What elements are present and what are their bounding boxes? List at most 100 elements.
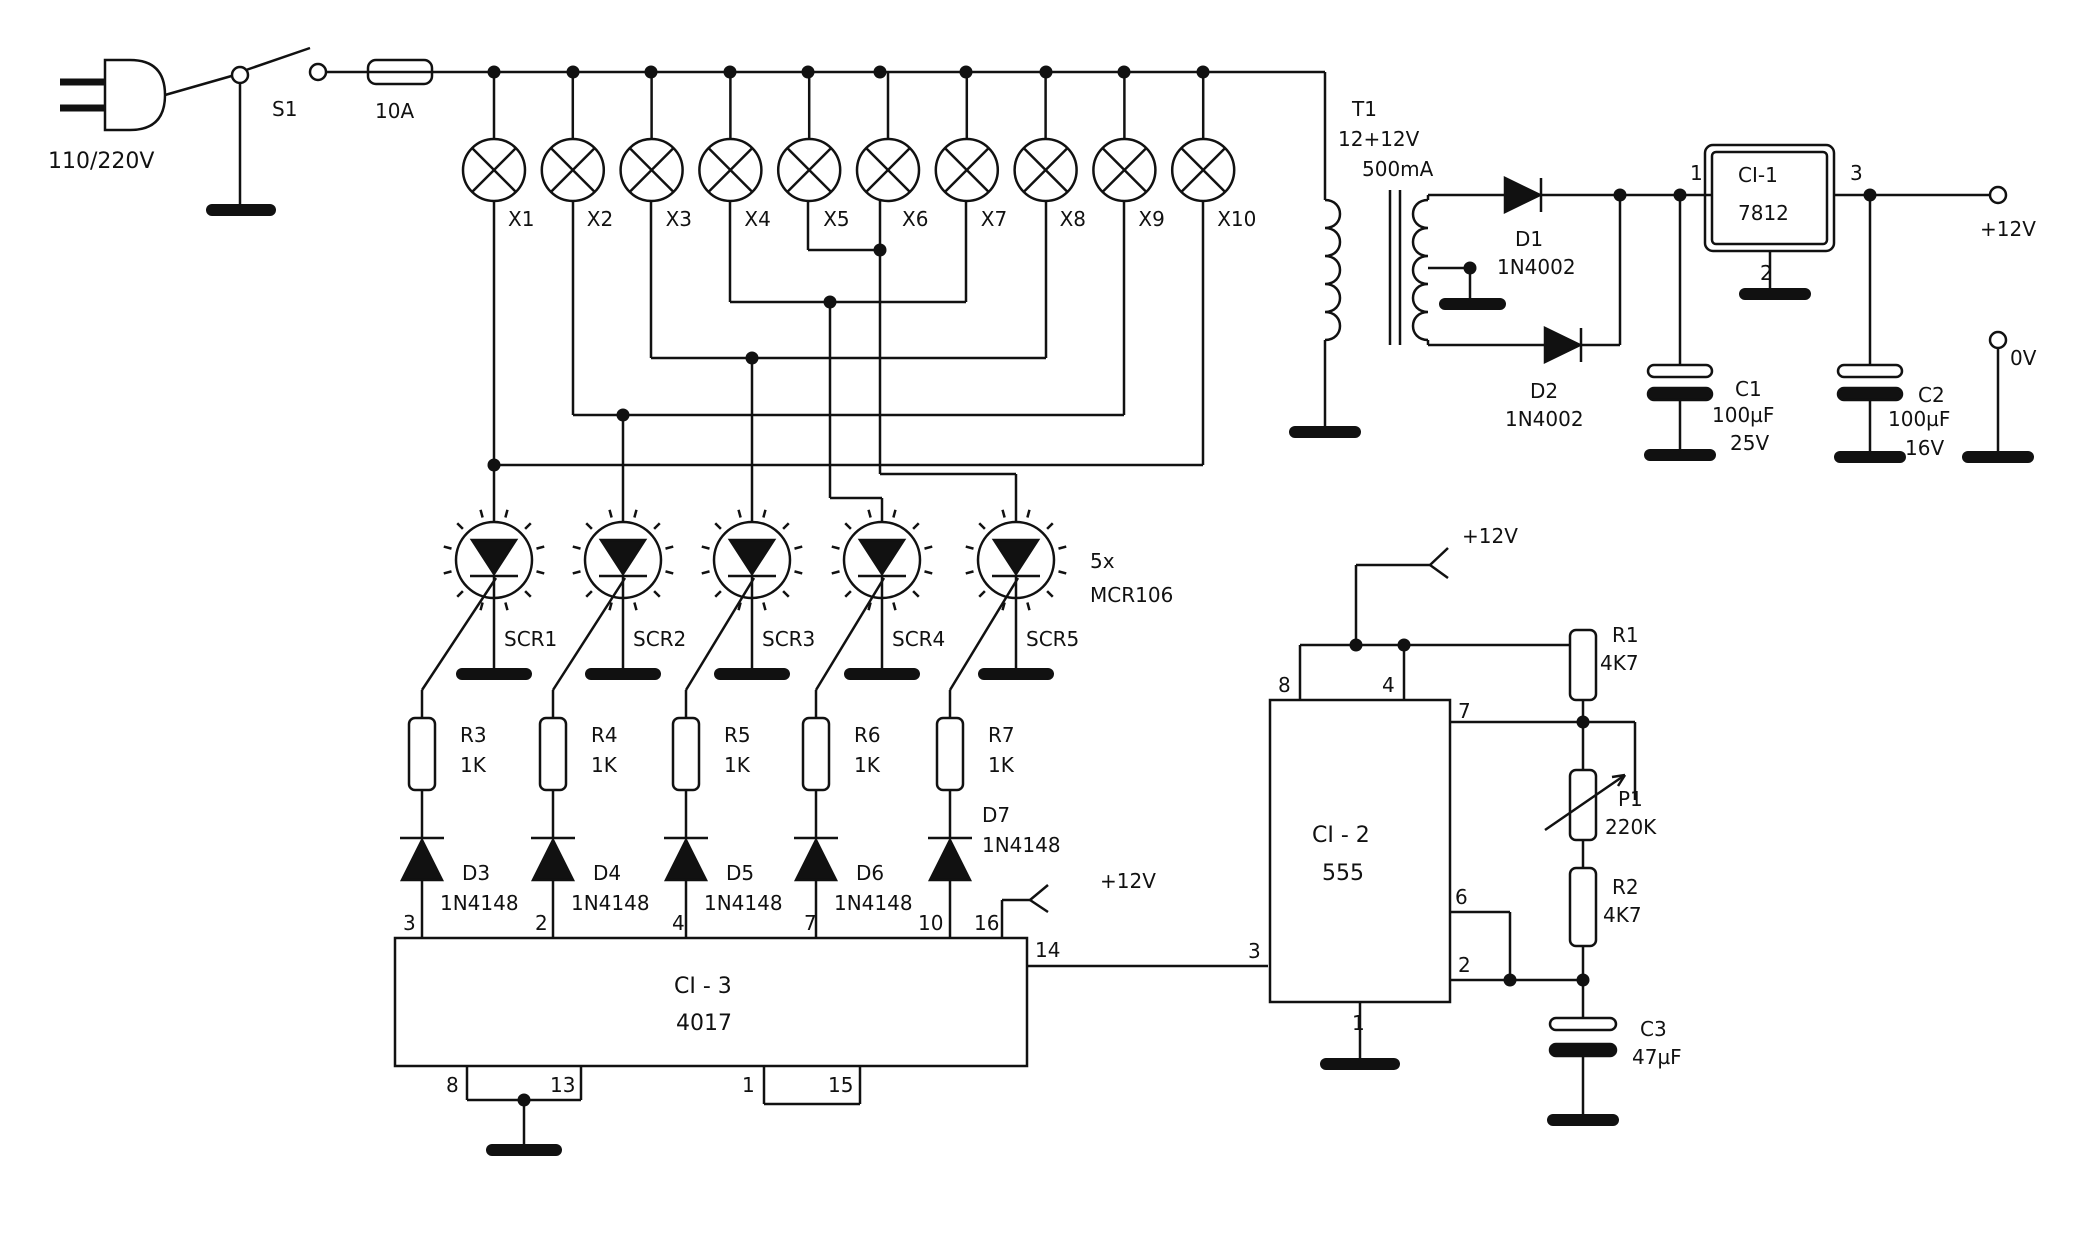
lamp-x1 (461, 72, 527, 203)
lamp-label-x6: X6 (902, 207, 928, 231)
junction-19 (1576, 973, 1590, 987)
scr-label-3: SCR3 (762, 627, 815, 651)
labels: 110/220V S1 10A T1 12+12V 500mA D1 1N400… (48, 97, 2037, 1097)
lamp-label-x10: X10 (1217, 207, 1256, 231)
diode-label-5: D7 (982, 803, 1010, 827)
scr-5 (948, 509, 1067, 691)
label-c3: C3 (1640, 1017, 1667, 1041)
diode-label-1: D3 (462, 861, 490, 885)
scr-label-5: SCR5 (1026, 627, 1079, 651)
diode-part-2: 1N4148 (571, 891, 650, 915)
gate-branch-1 (399, 690, 445, 938)
resistor-value-5: 1K (988, 753, 1015, 777)
junction-20 (517, 1093, 531, 1107)
resistor-label-3: R5 (724, 723, 751, 747)
junction-10 (487, 458, 501, 472)
scr-label-1: SCR1 (504, 627, 557, 651)
fuse (326, 58, 1325, 86)
label-ci1: CI-1 (1738, 163, 1778, 187)
label-c1-value: 100µF (1712, 403, 1774, 427)
lamp-label-x4: X4 (744, 207, 770, 231)
label-p1-value: 220K (1605, 815, 1657, 839)
junction-0 (487, 65, 501, 79)
junction-9 (1196, 65, 1210, 79)
label-c1: C1 (1735, 377, 1762, 401)
lamp-label-x5: X5 (823, 207, 849, 231)
label-ci2-part: 555 (1322, 861, 1364, 886)
label-r1-value: 4K7 (1600, 651, 1639, 675)
junction-18 (1503, 973, 1517, 987)
gate-branch-2 (530, 690, 576, 938)
resistor-value-2: 1K (591, 753, 618, 777)
label-c3-value: 47µF (1632, 1045, 1682, 1069)
junction-dots (487, 65, 1877, 1107)
label-out-0v: 0V (2010, 346, 2037, 370)
gate-network (399, 690, 973, 938)
label-d1-part: 1N4002 (1497, 255, 1576, 279)
diode-d2 (1543, 195, 1622, 364)
lamp-label-x9: X9 (1138, 207, 1164, 231)
regulator-ci1 (1678, 143, 1990, 365)
lamp-x3 (619, 72, 684, 203)
lamp-x5 (776, 72, 842, 203)
lamp-label-x2: X2 (587, 207, 613, 231)
label-ci3-pin-10: 10 (918, 911, 943, 935)
junction-12 (745, 351, 759, 365)
label-switch: S1 (272, 97, 297, 121)
ci3-4017 (393, 884, 1268, 1156)
label-fuse: 10A (375, 99, 414, 123)
label-mains: 110/220V (48, 149, 154, 174)
label-c2-voltage: 16V (1905, 436, 1944, 460)
label-t1: T1 (1351, 97, 1377, 121)
label-d1: D1 (1515, 227, 1543, 251)
label-r1: R1 (1612, 623, 1639, 647)
scr-label-2: SCR2 (633, 627, 686, 651)
gate-branch-5 (927, 690, 973, 938)
scr-3 (684, 509, 803, 691)
lamp-x10 (1170, 72, 1236, 203)
lamp-x7 (934, 72, 1000, 203)
label-ci2-supply: +12V (1462, 524, 1518, 548)
lamp-label-x1: X1 (508, 207, 534, 231)
label-ci3-pin-14: 14 (1035, 938, 1060, 962)
label-c2-value: 100µF (1888, 407, 1950, 431)
junction-2 (644, 65, 658, 79)
diode-label-3: D5 (726, 861, 754, 885)
label-scr-count: 5x (1090, 549, 1115, 573)
label-ci3-pin-8: 8 (446, 1073, 459, 1097)
diode-part-1: 1N4148 (440, 891, 519, 915)
label-ci2-pin-3: 3 (1248, 939, 1261, 963)
gate-branch-4 (793, 690, 839, 938)
label-ci2-pin-1: 1 (1352, 1011, 1365, 1035)
junction-14 (873, 243, 887, 257)
label-ci2-pin-8: 8 (1278, 673, 1291, 697)
lamp-label-x7: X7 (981, 207, 1007, 231)
scr-4 (814, 509, 933, 691)
junction-4 (801, 65, 815, 79)
junction-17 (1576, 715, 1590, 729)
diode-label-2: D4 (593, 861, 621, 885)
scr-2 (551, 509, 674, 691)
junction-21 (1613, 188, 1627, 202)
label-ci2-name: CI - 2 (1312, 823, 1370, 848)
label-ci3-supply: +12V (1100, 869, 1156, 893)
mains-plug (60, 58, 236, 132)
lamp-array (461, 72, 1236, 203)
resistor-value-4: 1K (854, 753, 881, 777)
diode-part-3: 1N4148 (704, 891, 783, 915)
label-ci2-pin-4: 4 (1382, 673, 1395, 697)
label-c2: C2 (1918, 383, 1945, 407)
label-ci1-pin3: 3 (1850, 161, 1863, 185)
label-ci3-name: CI - 3 (674, 974, 732, 999)
junction-5 (873, 65, 887, 79)
lamp-x9 (1092, 72, 1157, 203)
label-ci1-pin1: 1 (1690, 161, 1703, 185)
label-ci3-pin-13: 13 (550, 1073, 575, 1097)
lamp-x2 (540, 72, 606, 203)
label-ci3-part: 4017 (676, 1011, 732, 1036)
label-ci2-pin-6: 6 (1455, 885, 1468, 909)
resistor-value-3: 1K (724, 753, 751, 777)
lamp-label-x3: X3 (666, 207, 692, 231)
